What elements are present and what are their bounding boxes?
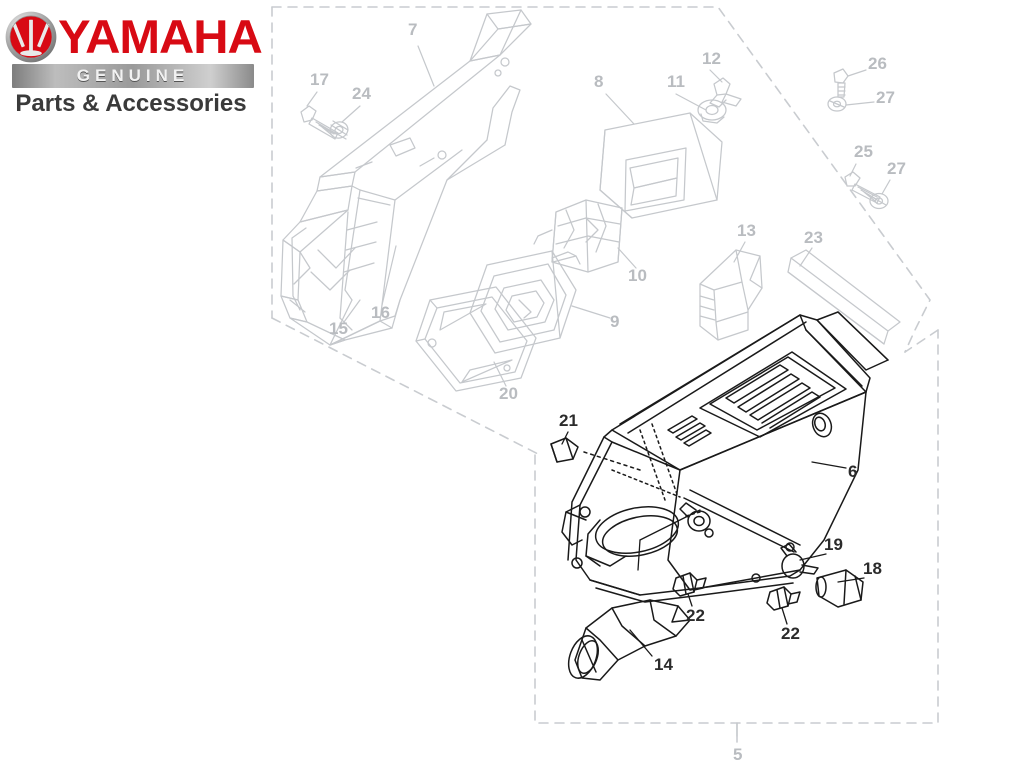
part-21-rubber-plug <box>550 437 579 463</box>
yamaha-tuning-fork-icon <box>5 11 57 63</box>
callout-25: 25 <box>854 142 873 161</box>
genuine-banner: GENUINE <box>12 64 254 88</box>
callout-27-top: 27 <box>876 88 895 107</box>
callout-23: 23 <box>804 228 823 247</box>
part-22-clip-right <box>766 586 801 611</box>
callout-27-bottom: 27 <box>887 159 906 178</box>
callout-6: 6 <box>848 462 858 481</box>
callout-16: 16 <box>371 303 390 322</box>
lower-parts-group <box>550 311 889 681</box>
part-13-duct-elbow <box>699 249 763 341</box>
upper-parts-group <box>280 9 889 392</box>
leader-lines-light <box>306 45 891 737</box>
part-18-breather-hose <box>815 569 864 608</box>
callout-5: 5 <box>733 745 743 764</box>
callout-22-left: 22 <box>686 606 705 625</box>
part-20-screen-frame <box>415 286 537 392</box>
callout-8: 8 <box>594 72 604 91</box>
callout-18: 18 <box>863 559 882 578</box>
part-14-intake-duct <box>567 599 691 681</box>
part-24-grommet <box>329 120 349 140</box>
callout-21: 21 <box>559 411 578 430</box>
callout-15: 15 <box>329 319 348 338</box>
part-27-washer-lower <box>869 192 889 210</box>
part-6-air-cleaner-case <box>561 311 889 603</box>
callout-11: 11 <box>667 72 685 91</box>
callout-14: 14 <box>654 655 673 674</box>
yamaha-brand-logo: YAMAHA GENUINE Parts & Accessories <box>0 0 263 118</box>
logo-top-row: YAMAHA <box>0 4 263 66</box>
callout-10: 10 <box>628 266 647 285</box>
leader-lines-dark <box>561 431 865 657</box>
group-boundary-upper <box>271 6 931 456</box>
callout-24: 24 <box>352 84 371 103</box>
yamaha-wordmark: YAMAHA <box>58 10 263 63</box>
callout-12: 12 <box>702 49 721 68</box>
part-7-side-cover <box>280 9 532 346</box>
callout-22-right: 22 <box>781 624 800 643</box>
callout-19: 19 <box>824 535 843 554</box>
part-10-filter-cage <box>533 199 623 273</box>
part-27-washer-upper <box>827 96 847 112</box>
callout-7: 7 <box>408 20 418 39</box>
part-26-bolt <box>833 68 849 98</box>
part-15-16-inner-cover <box>289 57 521 346</box>
callout-17: 17 <box>310 70 329 89</box>
parts-accessories-tagline: Parts & Accessories <box>15 90 247 117</box>
part-17-screw <box>300 105 339 140</box>
part-12-wing-nut <box>709 77 742 108</box>
callout-9: 9 <box>610 312 620 331</box>
callout-13: 13 <box>737 221 756 240</box>
part-23-seal-strip <box>787 249 901 345</box>
genuine-banner-label: GENUINE <box>76 66 190 85</box>
part-19-hose-clamp <box>780 542 819 579</box>
callout-26: 26 <box>868 54 887 73</box>
part-8-filter-element <box>599 112 723 219</box>
part-22-clip-left <box>672 572 707 597</box>
callout-20: 20 <box>499 384 518 403</box>
